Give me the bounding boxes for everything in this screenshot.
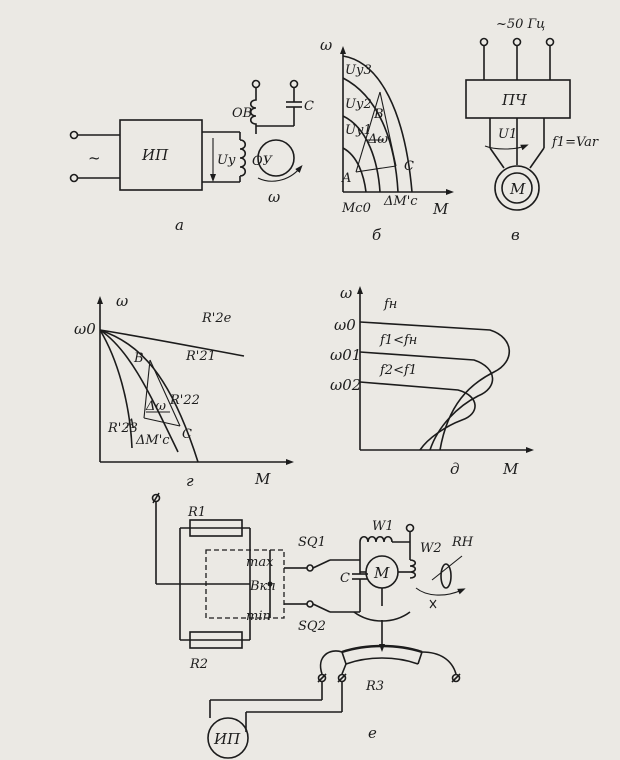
mc0-label: Mc0 — [341, 201, 371, 216]
frequency-converter-block — [465, 79, 571, 119]
motor-rotor — [257, 139, 295, 177]
omega0-label-g: ω0 — [74, 320, 96, 338]
rh-label: RH — [451, 535, 474, 550]
motor-label-v: M — [509, 180, 526, 198]
fc-label: ПЧ — [501, 91, 527, 109]
resistor-r2 — [189, 631, 243, 649]
delta-mc-g: ΔM'c — [135, 433, 170, 448]
point-a-g: A — [125, 417, 135, 432]
diagram-v: ~50 Гц ПЧ U1 f1=Var M в — [465, 17, 599, 244]
caption-a: а — [175, 216, 184, 234]
omega-label-a: ω — [268, 188, 280, 206]
sq2-label: SQ2 — [298, 619, 326, 634]
m-axis-d: M — [502, 460, 519, 478]
caption-g: г — [186, 472, 194, 490]
r21-label: R'21 — [185, 349, 216, 364]
omega-axis-b: ω — [320, 36, 332, 54]
measuring-device — [207, 717, 249, 759]
point-b-g: B — [133, 351, 144, 366]
fn-label: fн — [383, 297, 397, 312]
sq1-label: SQ1 — [298, 535, 326, 550]
caption-e: е — [368, 724, 377, 742]
motor-label-e: M — [373, 564, 390, 582]
uy1-label: Uу1 — [345, 123, 372, 138]
delta-omega-g: Δω — [145, 399, 166, 414]
diagram-a: ИП ~ Uу ОУ ОВ C ω а — [69, 79, 314, 234]
diagram-d: ω M ω0 ω01 ω02 fн f1<fн f2<f1 д — [330, 284, 534, 478]
w1-label: W1 — [372, 519, 394, 534]
diagram-e: R1 R2 Вкл max min SQ1 SQ2 C — [151, 492, 474, 759]
omega-axis-g: ω — [116, 292, 128, 310]
point-c-g: C — [182, 427, 192, 442]
converter-label: ИП — [141, 146, 169, 164]
m-axis-b: M — [432, 200, 449, 218]
resistor-r1 — [189, 519, 243, 537]
f1-label: f1=Var — [551, 135, 599, 150]
r3-label: R3 — [365, 679, 384, 694]
supply-label: ~50 Гц — [496, 17, 545, 32]
m-axis-g: M — [254, 470, 271, 488]
motor-outer — [494, 165, 540, 211]
field-winding-label: ОУ — [252, 154, 274, 169]
capacitor-label: C — [304, 99, 314, 114]
omega0-label-d: ω0 — [334, 316, 356, 334]
f1-lt-fn-label: f1<fн — [379, 333, 417, 348]
point-c: C — [404, 159, 414, 174]
r1-label: R1 — [187, 505, 206, 520]
r22-label: R'22 — [169, 393, 200, 408]
caption-v: в — [511, 226, 520, 244]
rheostat-r3 — [341, 644, 423, 654]
converter-block — [119, 119, 203, 191]
r2-label: R2 — [189, 657, 208, 672]
caption-d: д — [450, 460, 460, 478]
ac-symbol: ~ — [88, 149, 101, 167]
omega-axis-d: ω — [340, 284, 352, 302]
ov-label: ОВ — [232, 106, 252, 121]
capacitor-label-e: C — [340, 571, 350, 586]
diagram-b: ω M Uу3 Uу2 Uу1 B Δω A C Mc0 ΔM'c б — [320, 36, 454, 244]
omega02-label-d: ω02 — [330, 376, 361, 394]
switch-label: Вкл — [249, 579, 276, 594]
delta-omega-b: Δω — [367, 132, 388, 147]
point-a: A — [341, 171, 351, 186]
uy3-label: Uу3 — [345, 63, 372, 78]
point-b: B — [373, 107, 384, 122]
f2-lt-f1-label: f2<f1 — [379, 363, 417, 378]
w2-label: W2 — [420, 541, 442, 556]
uy2-label: Uу2 — [345, 97, 372, 112]
uy-label: Uу — [217, 153, 236, 168]
omega01-label-d: ω01 — [330, 346, 361, 364]
caption-b: б — [372, 226, 382, 244]
r23-label: R'23 — [107, 421, 138, 436]
diagram-g: ω M ω0 R'2e R'21 R'22 R'23 B A C Δω ΔM'c… — [74, 292, 294, 490]
min-label: min — [246, 609, 271, 624]
supply-terminal — [151, 493, 161, 503]
u1-label: U1 — [498, 127, 517, 142]
delta-mc-label: ΔM'c — [383, 194, 418, 209]
max-label: max — [246, 555, 274, 570]
meter-label: ИП — [213, 730, 241, 748]
r2e-label: R'2e — [201, 311, 232, 326]
